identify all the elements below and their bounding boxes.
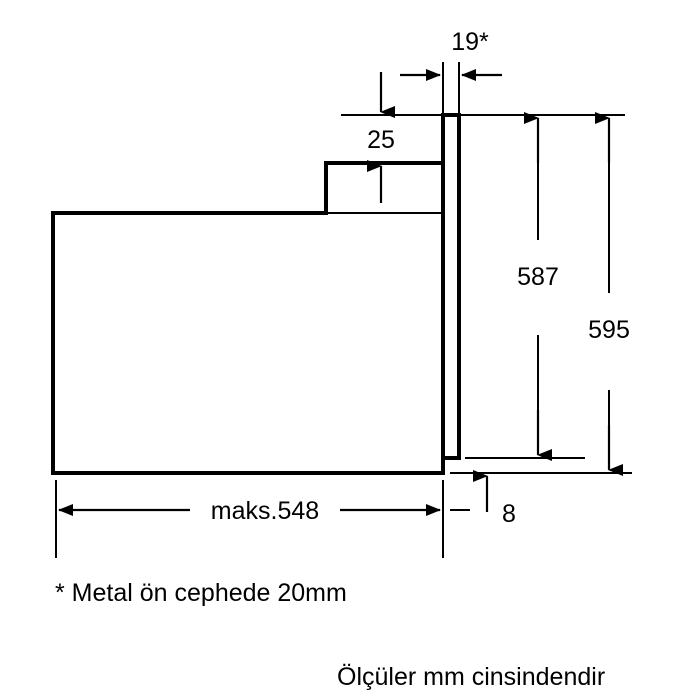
dimension-label-548: maks.548	[211, 497, 319, 525]
dimension-8: 8	[473, 470, 516, 528]
footnote-text: * Metal ön cephede 20mm	[55, 579, 347, 607]
dimension-25: 25	[367, 72, 395, 203]
dimension-595: 595	[588, 112, 630, 476]
dimension-label-587: 587	[517, 263, 559, 291]
dimension-587: 587	[517, 112, 559, 461]
oven-door-panel	[441, 113, 461, 460]
dimension-label-8: 8	[502, 500, 516, 528]
oven-body-outline	[51, 161, 445, 475]
extension-lines	[55, 62, 632, 558]
dimension-19: 19*	[400, 28, 502, 81]
dimension-label-25: 25	[367, 126, 395, 154]
units-note-text: Ölçüler mm cinsindendir	[337, 663, 605, 691]
dimension-label-595: 595	[588, 316, 630, 344]
dimension-548: maks.548	[58, 497, 441, 525]
dimension-label-19: 19*	[451, 28, 489, 56]
